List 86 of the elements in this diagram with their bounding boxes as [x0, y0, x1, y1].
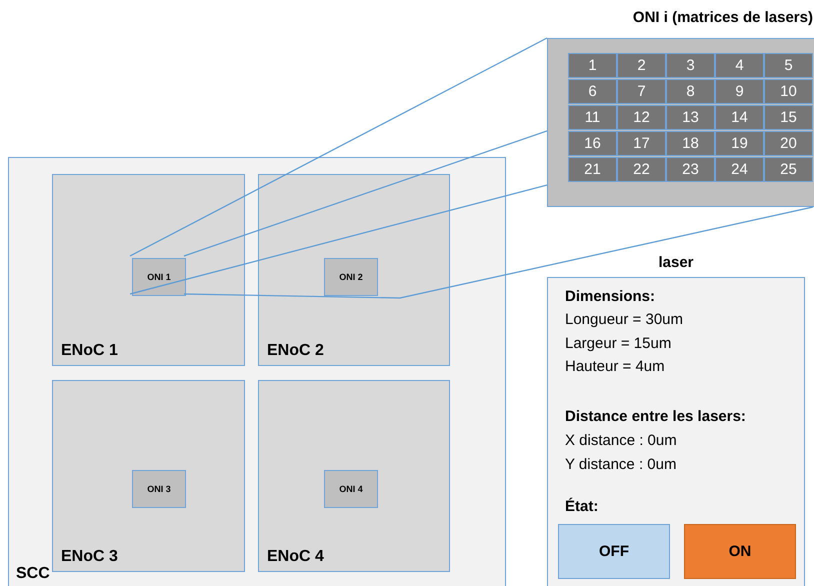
cell-number: 25: [780, 161, 797, 178]
section-heading: Dimensions:: [565, 288, 656, 305]
section-heading: État:: [565, 498, 598, 515]
laser-cell: [666, 53, 715, 78]
zoom-line: [130, 184, 548, 295]
cell-number: 6: [588, 83, 597, 100]
laser-cell: [715, 157, 764, 182]
interface-label: ONI 4: [339, 484, 363, 494]
laser-cell: [617, 131, 666, 156]
panel-title: laser: [657, 254, 695, 271]
laser-cell: [617, 53, 666, 78]
button-label: ON: [728, 543, 752, 560]
interface-label: ONI 1: [147, 272, 171, 282]
block-label: ENoC 3: [61, 548, 118, 566]
cell-number: 5: [784, 57, 793, 74]
cell-number: 11: [584, 109, 600, 126]
cell-number: 10: [780, 83, 797, 100]
interface-label: ONI 2: [339, 272, 363, 282]
cell-number: 16: [584, 135, 601, 152]
cell-number: 9: [735, 83, 744, 100]
enoc-block: [258, 174, 450, 366]
cell-number: 21: [584, 161, 601, 178]
state-button: [558, 524, 670, 579]
laser-cell: [617, 105, 666, 130]
cell-number: 24: [731, 161, 748, 178]
enoc-block: [52, 380, 245, 572]
cell-number: 8: [686, 83, 695, 100]
chip-area: [8, 157, 506, 586]
cell-number: 22: [633, 161, 650, 178]
laser-cell: [715, 53, 764, 78]
cell-number: 4: [735, 57, 744, 74]
state-button: [684, 524, 796, 579]
zoom-line: [184, 206, 814, 299]
laser-cell: [764, 53, 813, 78]
laser-cell: [764, 79, 813, 104]
cell-number: 15: [780, 109, 797, 126]
zoom-line: [184, 130, 548, 257]
laser-cell: [568, 79, 617, 104]
property-text: Largeur = 15um: [565, 335, 672, 352]
laser-cell: [764, 105, 813, 130]
laser-cell: [715, 79, 764, 104]
cell-number: 14: [731, 109, 748, 126]
property-text: Y distance : 0um: [565, 456, 676, 473]
cell-number: 1: [588, 57, 597, 74]
enoc-block: [52, 174, 245, 366]
interface-box: [324, 470, 378, 508]
cell-number: 3: [686, 57, 695, 74]
cell-number: 13: [682, 109, 699, 126]
cell-number: 2: [637, 57, 646, 74]
cell-number: 20: [780, 135, 797, 152]
enoc-block: [258, 380, 450, 572]
interface-box: [324, 258, 378, 296]
laser-cell: [666, 131, 715, 156]
laser-cell: [666, 79, 715, 104]
property-text: X distance : 0um: [565, 432, 677, 449]
laser-cell: [764, 131, 813, 156]
button-label: OFF: [599, 543, 629, 560]
cell-number: 19: [731, 135, 748, 152]
laser-cell: [715, 105, 764, 130]
laser-cell: [617, 157, 666, 182]
laser-cell: [568, 105, 617, 130]
laser-cell: [617, 79, 666, 104]
cell-number: 23: [682, 161, 699, 178]
laser-cell: [666, 105, 715, 130]
cell-number: 12: [633, 109, 650, 126]
laser-cell: [568, 53, 617, 78]
interface-box: [132, 470, 186, 508]
property-text: Hauteur = 4um: [565, 358, 665, 375]
panel-title: ONI i (matrices de lasers): [632, 9, 813, 26]
laser-cell: [715, 131, 764, 156]
block-label: ENoC 4: [267, 548, 324, 566]
chip-label: SCC: [16, 565, 50, 583]
laser-cell: [568, 157, 617, 182]
zoom-line: [130, 37, 548, 257]
cell-number: 7: [637, 83, 646, 100]
block-label: ENoC 1: [61, 342, 118, 360]
laser-cell: [666, 157, 715, 182]
interface-label: ONI 3: [147, 484, 171, 494]
cell-number: 17: [633, 135, 650, 152]
property-text: Longueur = 30um: [565, 311, 684, 328]
cell-number: 18: [682, 135, 699, 152]
laser-cell: [568, 131, 617, 156]
laser-cell: [764, 157, 813, 182]
block-label: ENoC 2: [267, 342, 324, 360]
interface-box: [132, 258, 186, 296]
section-heading: Distance entre les lasers:: [565, 408, 746, 425]
